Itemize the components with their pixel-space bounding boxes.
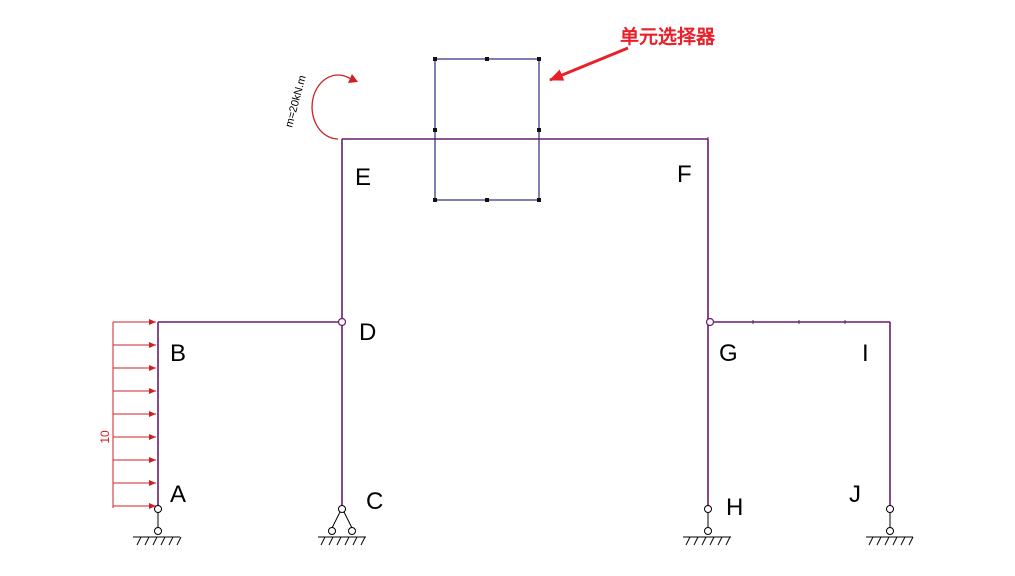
node-label-B: B	[170, 340, 186, 367]
node-label-I: I	[862, 340, 869, 367]
members	[157, 138, 891, 508]
support-H[interactable]	[683, 505, 731, 546]
node-label-C: C	[366, 488, 383, 515]
selector-handles[interactable]	[433, 57, 541, 202]
support-J[interactable]	[866, 505, 914, 546]
distributed-load-value: 10	[98, 430, 112, 444]
node-label-J: J	[849, 481, 861, 508]
element-selector-callout: 单元选择器	[620, 25, 716, 48]
element-selector[interactable]	[434, 58, 540, 201]
hinge-G[interactable]	[705, 317, 715, 327]
support-A[interactable]	[133, 505, 182, 546]
member-ticks	[707, 137, 846, 324]
support-C[interactable]	[318, 505, 366, 546]
node-label-E: E	[355, 164, 371, 191]
hinge-D[interactable]	[337, 317, 347, 327]
node-label-A: A	[170, 481, 186, 508]
moment-arrow[interactable]	[311, 74, 358, 140]
node-label-H: H	[726, 494, 743, 521]
node-label-D: D	[359, 319, 376, 346]
moment-label: m=20kN.m	[283, 74, 308, 129]
node-label-F: F	[677, 161, 692, 188]
node-label-G: G	[719, 340, 738, 367]
distributed-load[interactable]	[112, 319, 156, 509]
callout-arrow	[549, 46, 629, 82]
